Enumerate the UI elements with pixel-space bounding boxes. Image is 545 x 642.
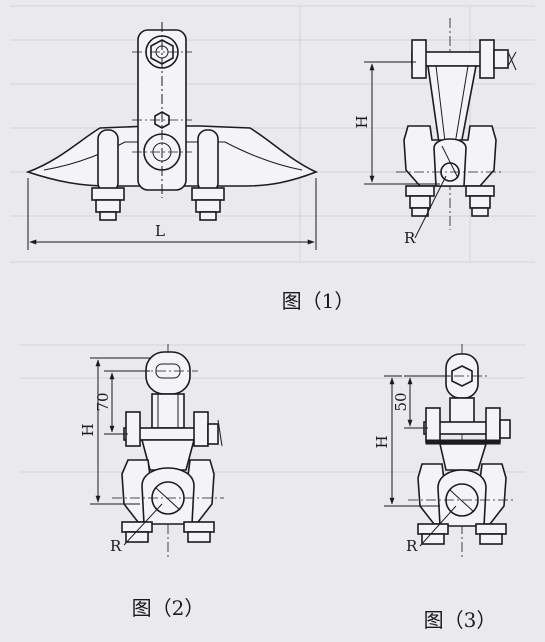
fig2-dim-radius-label: R [110,537,122,555]
fig3-dim-offset-label: 50 [392,392,410,411]
fig3-dim-height-label: H [373,435,391,448]
figure-1-end-view: H R [353,18,517,247]
figure-1-side-view: L [25,22,319,250]
figure-1-caption: 图（1） [282,289,355,313]
figure-2-caption: 图（2） [132,596,205,620]
fig1-dim-radius-label: R [404,229,416,247]
figure-3-view: 50 H R [373,344,516,560]
fig2-dim-height-label: H [79,423,97,436]
fig2-dim-offset-label: 70 [94,392,112,411]
fig3-dim-radius-label: R [406,537,418,555]
fig1-dim-length-label: L [155,222,165,240]
figure-3-caption: 图（3） [424,608,497,632]
fig1-dim-height-label: H [353,115,371,128]
figure-2-view: 70 H R [79,344,224,558]
